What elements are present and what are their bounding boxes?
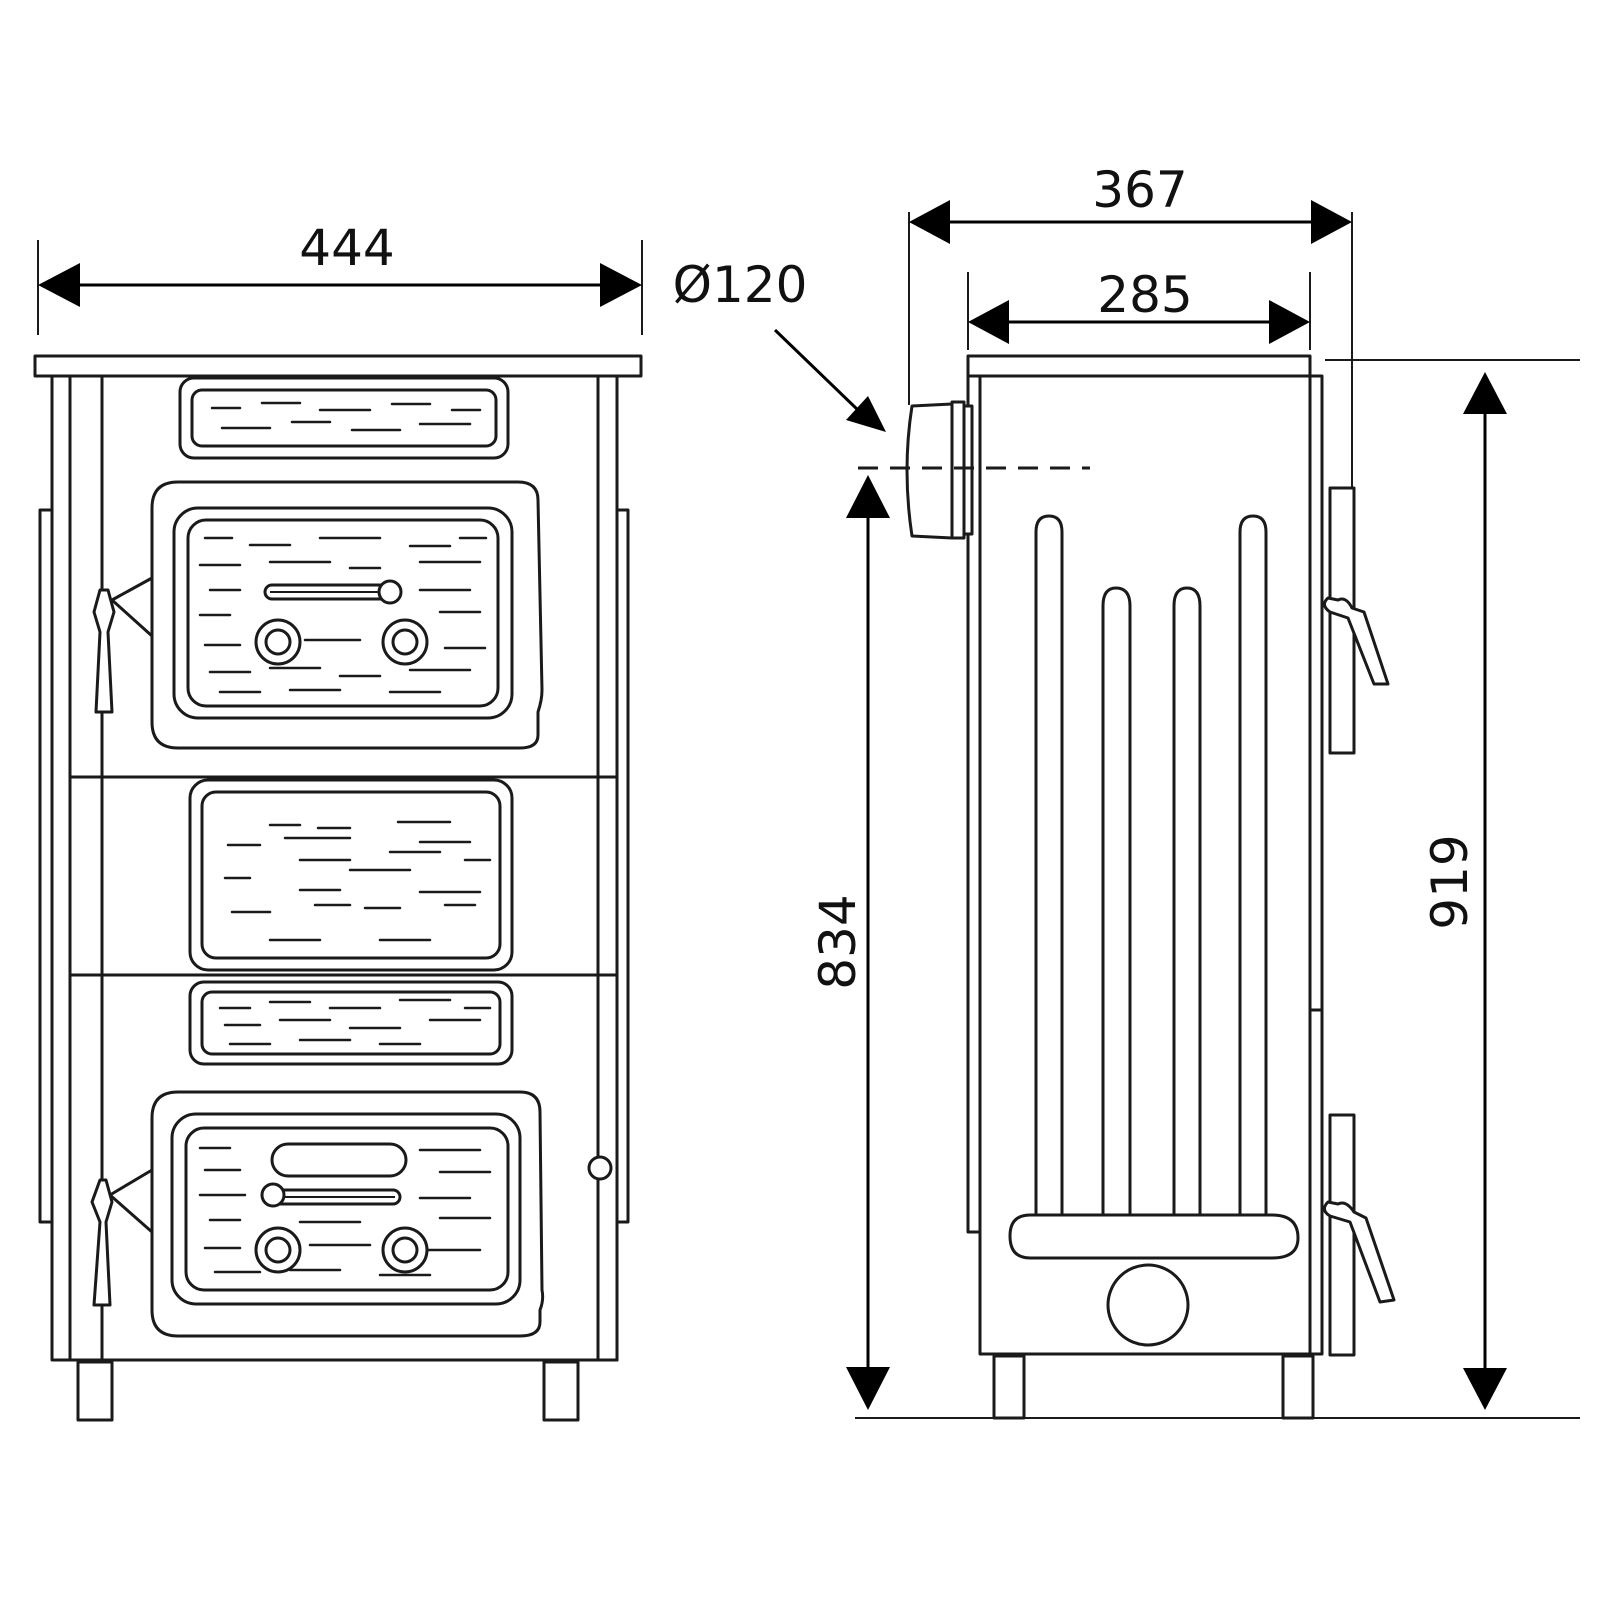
dimension-arrow (1463, 372, 1507, 414)
side-view: 367 285 Ø120 (673, 161, 1580, 1420)
side-body (978, 374, 1312, 1356)
upper-firebox-door[interactable] (150, 480, 544, 750)
upper-door-handle[interactable] (92, 576, 154, 714)
dimension-arrow (38, 263, 80, 307)
rib (1238, 514, 1268, 1217)
side-upper-door[interactable] (1323, 486, 1390, 755)
rib (1172, 586, 1202, 1217)
lower-door-oval-window (270, 1142, 408, 1178)
side-knob[interactable] (587, 1155, 613, 1181)
lower-rosette-left[interactable] (254, 1226, 302, 1274)
flue-height-dimension: 834 (809, 475, 890, 1410)
dimension-arrow (600, 263, 642, 307)
outer-depth-label: 367 (1092, 161, 1187, 219)
right-rail (596, 374, 619, 1362)
lower-air-slider-knob[interactable] (260, 1182, 286, 1208)
dimension-arrow (1269, 300, 1310, 344)
outer-depth-dimension: 367 (908, 161, 1353, 490)
air-slider-knob[interactable] (377, 579, 403, 605)
top-plate (33, 354, 643, 378)
dimension-arrow (846, 1367, 890, 1410)
dimension-arrow (846, 475, 890, 518)
lower-door-handle[interactable] (90, 1168, 154, 1307)
side-lower-door[interactable] (1323, 1113, 1396, 1357)
rib (1034, 514, 1064, 1217)
rib-base (1008, 1213, 1300, 1260)
body-depth-label: 285 (1097, 266, 1192, 324)
total-height-label: 919 (1421, 834, 1479, 929)
front-leg-left (76, 1360, 114, 1422)
dimension-arrow (909, 200, 950, 244)
front-view: 444 (33, 219, 643, 1422)
side-front-fascia (1308, 374, 1324, 1356)
side-upper-handle[interactable] (1323, 596, 1390, 686)
flue-height-label: 834 (809, 894, 867, 989)
front-leg-right (542, 1360, 580, 1422)
air-rosette-left[interactable] (254, 618, 302, 666)
air-rosette-right[interactable] (381, 618, 429, 666)
side-ribs (1008, 514, 1300, 1260)
total-height-dimension: 919 (855, 359, 1580, 1419)
side-lower-handle[interactable] (1323, 1200, 1396, 1304)
middle-tile-panel (188, 778, 514, 972)
dimension-arrow (1463, 1368, 1507, 1410)
air-inlet (1106, 1263, 1190, 1347)
right-flange (615, 508, 630, 1224)
side-leg-front (1281, 1354, 1315, 1420)
dimension-arrow (846, 396, 886, 432)
front-width-dimension: 444 (37, 219, 643, 335)
side-back-panel (966, 374, 982, 1234)
left-flange (38, 508, 54, 1224)
rib (1101, 586, 1132, 1217)
front-width-label: 444 (299, 219, 394, 277)
dimension-arrow (968, 300, 1009, 344)
flue-collar (905, 400, 974, 540)
flue-diameter-callout: Ø120 (673, 256, 886, 432)
side-top-plate (966, 354, 1312, 378)
dimension-arrow (1311, 200, 1352, 244)
lower-tile-panel (188, 980, 514, 1066)
body-depth-dimension: 285 (967, 266, 1311, 350)
side-leg-back (992, 1354, 1026, 1420)
lower-ash-door[interactable] (150, 1090, 545, 1338)
flue-diameter-label: Ø120 (673, 256, 808, 314)
top-tile-panel (178, 376, 510, 460)
lower-rosette-right[interactable] (381, 1226, 429, 1274)
